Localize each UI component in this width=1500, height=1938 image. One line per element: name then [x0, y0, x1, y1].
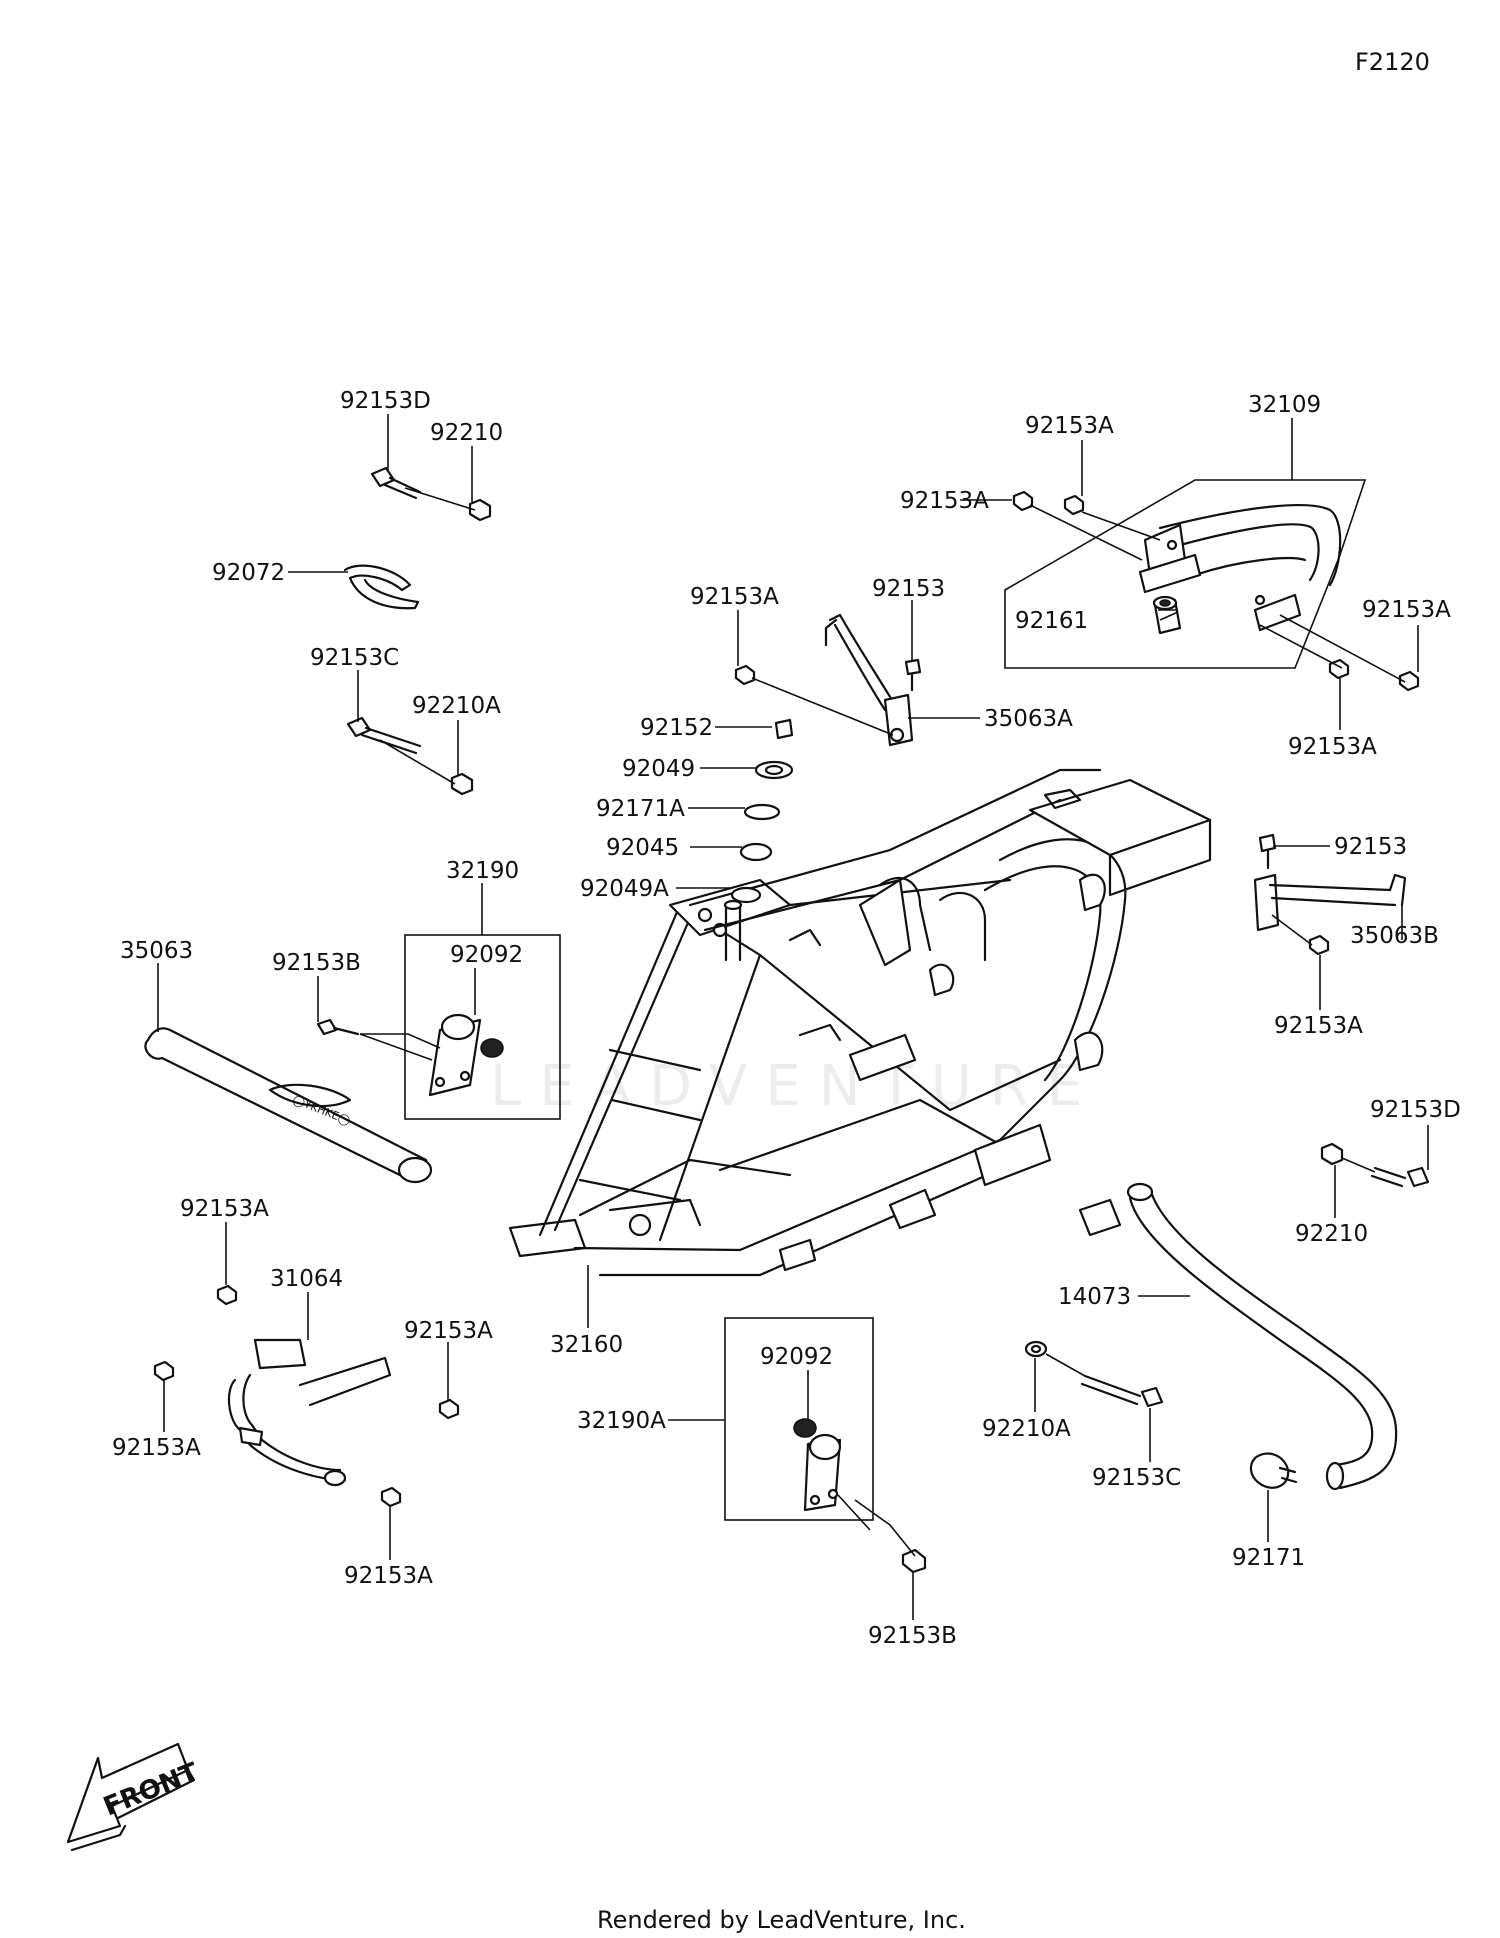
label-92153a-e: 92153A — [690, 584, 779, 610]
label-92092-top: 92092 — [450, 942, 523, 968]
bolt-92153a-g-drawing — [1012, 490, 1034, 512]
label-92049a: 92049A — [580, 876, 669, 902]
bolt-92153a-a-drawing — [216, 1284, 238, 1306]
leader-lines — [157, 414, 1429, 1620]
label-92153a-b: 92153A — [112, 1435, 201, 1461]
bolt-92153-right-drawing — [1258, 833, 1277, 870]
steering-stem-hardware-drawing — [730, 718, 794, 904]
label-35063b: 35063B — [1350, 923, 1439, 949]
clamp-92072-drawing — [343, 564, 420, 610]
bolt-92153d-top-drawing — [370, 466, 422, 500]
front-arrow: FRONT — [66, 1742, 203, 1852]
label-92153-mid: 92153 — [872, 576, 945, 602]
bolt-92153-mid-drawing — [904, 658, 922, 692]
diagram-ref: F2120 — [1355, 48, 1430, 76]
bolt-92153a-d-drawing — [380, 1486, 402, 1508]
nut-92210a-left-drawing — [450, 772, 474, 796]
main-frame-drawing — [508, 768, 1212, 1277]
bolt-92153a-j-drawing — [1308, 934, 1330, 956]
washer-92210a-bot-drawing — [1024, 1340, 1048, 1358]
bracket-32190-drawing — [428, 1013, 504, 1097]
label-31064: 31064 — [270, 1266, 343, 1292]
label-14073: 14073 — [1058, 1284, 1131, 1310]
label-92049: 92049 — [622, 756, 695, 782]
nut-92210-top-drawing — [468, 498, 492, 522]
label-92092-bot: 92092 — [760, 1344, 833, 1370]
label-92153c-bot: 92153C — [1092, 1465, 1181, 1491]
label-92153a-c: 92153A — [404, 1318, 493, 1344]
bracket-31064-drawing — [227, 1338, 392, 1487]
label-92045: 92045 — [606, 835, 679, 861]
bolt-92153d-right-drawing — [1370, 1166, 1430, 1188]
label-32190: 32190 — [446, 858, 519, 884]
label-92210a-left: 92210A — [412, 693, 501, 719]
pipe-14073-drawing — [1126, 1182, 1398, 1491]
label-35063a: 35063A — [984, 706, 1073, 732]
clamp-92171-drawing — [1249, 1452, 1298, 1489]
bolt-92153a-b-drawing — [153, 1360, 175, 1382]
label-32160: 32160 — [550, 1332, 623, 1358]
watermark: LEADVENTURE — [490, 1054, 1100, 1119]
label-92153a-j: 92153A — [1274, 1013, 1363, 1039]
pipe-35063-drawing: ◯YKHKE◯ — [144, 1027, 433, 1184]
label-92153-right: 92153 — [1334, 834, 1407, 860]
rubber-92161-drawing — [1152, 595, 1182, 635]
footer-credit: Rendered by LeadVenture, Inc. — [597, 1906, 966, 1934]
bolt-92153b-left-drawing — [316, 1018, 360, 1036]
label-92153a-d: 92153A — [344, 1563, 433, 1589]
label-92153b-bot: 92153B — [868, 1623, 957, 1649]
label-92153a-f: 92153A — [900, 488, 989, 514]
bolt-92153c-bot-drawing — [1080, 1374, 1164, 1408]
bolt-92153a-i-drawing — [1398, 670, 1420, 692]
label-92153c-left: 92153C — [310, 645, 399, 671]
label-32109: 32109 — [1248, 392, 1321, 418]
label-92153a-a: 92153A — [180, 1196, 269, 1222]
label-92153b-left: 92153B — [272, 950, 361, 976]
label-92153d-right: 92153D — [1370, 1097, 1461, 1123]
bolt-92153c-left-drawing — [346, 716, 422, 755]
label-92153a-g: 92153A — [1025, 413, 1114, 439]
bracket-32190a-drawing — [793, 1418, 842, 1512]
bolt-92153a-c-drawing — [438, 1398, 460, 1420]
bolt-92153a-f-drawing — [734, 664, 756, 686]
part-labels: 92153D 92210 92072 92153C 92210A 32190 9… — [112, 388, 1461, 1649]
rear-guard-32109-drawing — [1138, 504, 1342, 632]
label-92152: 92152 — [640, 715, 713, 741]
label-92210-top: 92210 — [430, 420, 503, 446]
label-92153a-i: 92153A — [1288, 734, 1377, 760]
box-32190a — [724, 1317, 874, 1521]
bracket-35063a-drawing — [824, 613, 914, 747]
label-35063: 35063 — [120, 938, 193, 964]
label-92171: 92171 — [1232, 1545, 1305, 1571]
bolt-92153a-h-drawing — [1063, 494, 1085, 516]
label-92072: 92072 — [212, 560, 285, 586]
label-92171a: 92171A — [596, 796, 685, 822]
label-92161: 92161 — [1015, 608, 1088, 634]
bracket-35063b-drawing — [1253, 873, 1407, 932]
label-92153d-top: 92153D — [340, 388, 431, 414]
bolt-92153b-bot-drawing — [901, 1548, 927, 1574]
nut-92210-right-drawing — [1320, 1142, 1344, 1166]
label-92153a-h: 92153A — [1362, 597, 1451, 623]
label-92210-right: 92210 — [1295, 1221, 1368, 1247]
label-92210a-bot: 92210A — [982, 1416, 1071, 1442]
label-32190a: 32190A — [577, 1408, 666, 1434]
